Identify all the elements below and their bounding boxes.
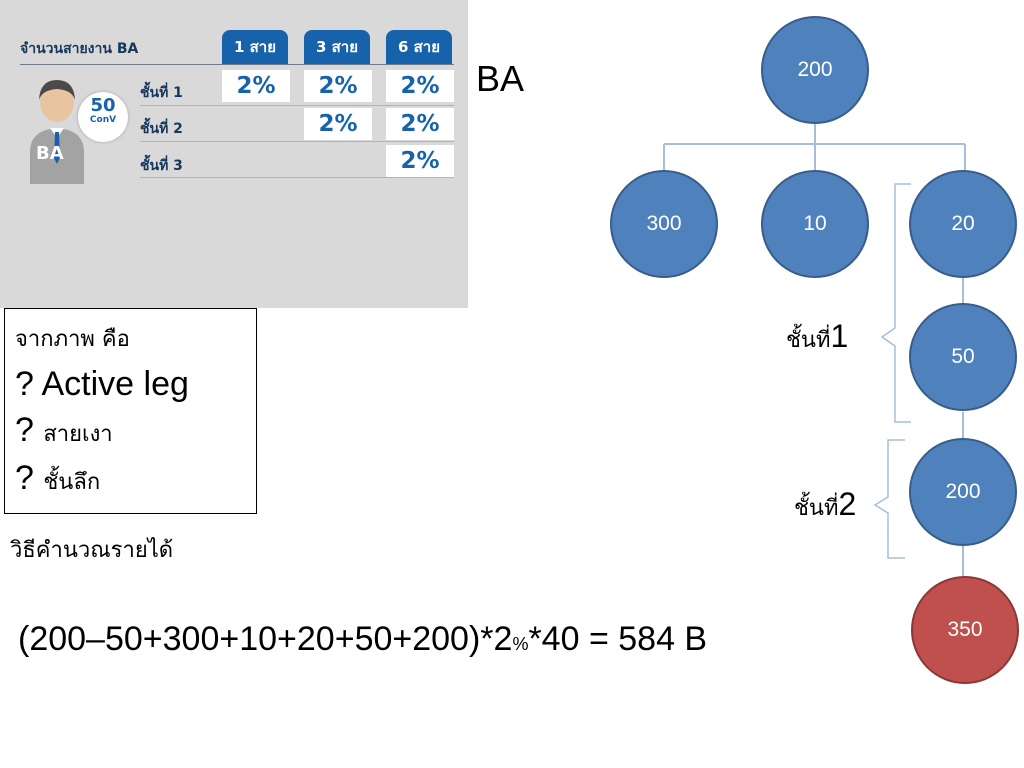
question-text: Active leg bbox=[41, 365, 189, 403]
tree-node-root: 200 bbox=[761, 16, 869, 124]
question-mark: ? bbox=[15, 459, 34, 497]
formula-percent: % bbox=[512, 634, 529, 654]
column-header-1: 1 สาย bbox=[222, 30, 288, 64]
row-divider bbox=[140, 177, 454, 178]
tree-node-level-2: 200 bbox=[909, 438, 1017, 546]
tree-node-child: 10 bbox=[761, 170, 869, 278]
tree-node-highlighted: 350 bbox=[911, 576, 1019, 684]
table-cell: 2% bbox=[386, 108, 454, 140]
column-header-6: 6 สาย bbox=[386, 30, 452, 64]
row-label-level-2: ชั้นที่ 2 bbox=[140, 121, 183, 137]
level-1-text: ชั้นที่ bbox=[786, 328, 831, 353]
question-item: ? สายเงา bbox=[15, 411, 113, 451]
person-avatar-icon bbox=[30, 80, 84, 184]
calculation-label: วิธีคำนวณรายได้ bbox=[10, 538, 174, 563]
level-2-label: ชั้นที่2 bbox=[794, 486, 856, 525]
formula-part-1: (200–50+300+10+20+50+200)*2 bbox=[18, 620, 513, 658]
question-box: จากภาพ คือ ? Active leg ? สายเงา ? ชั้นล… bbox=[4, 308, 257, 514]
table-cell: 2% bbox=[222, 70, 290, 102]
level-2-number: 2 bbox=[838, 486, 857, 522]
question-text: สายเงา bbox=[43, 422, 113, 447]
tree-node-child: 20 bbox=[909, 170, 1017, 278]
income-formula: (200–50+300+10+20+50+200)*2%*40 = 584 B bbox=[18, 620, 707, 659]
table-cell: 2% bbox=[304, 70, 372, 102]
table-title: จำนวนสายงาน BA bbox=[20, 41, 139, 57]
level-1-label: ชั้นที่1 bbox=[786, 318, 848, 357]
table-cell: 2% bbox=[304, 108, 372, 140]
level-2-text: ชั้นที่ bbox=[794, 496, 839, 521]
badge-value: 50 bbox=[90, 95, 116, 116]
level-2-bracket bbox=[873, 439, 905, 559]
formula-part-2: *40 = 584 B bbox=[528, 620, 708, 658]
row-label-level-3: ชั้นที่ 3 bbox=[140, 158, 183, 174]
question-mark: ? bbox=[15, 365, 34, 403]
question-heading: จากภาพ คือ bbox=[15, 327, 130, 352]
badge-unit: ConV bbox=[89, 115, 117, 125]
table-title-rule bbox=[20, 64, 454, 65]
question-text: ชั้นลึก bbox=[43, 470, 101, 495]
row-divider bbox=[140, 141, 454, 142]
row-label-level-1: ชั้นที่ 1 bbox=[140, 85, 183, 101]
question-item: ? Active leg bbox=[15, 365, 189, 404]
table-cell: 2% bbox=[386, 145, 454, 177]
ba-title: BA bbox=[476, 58, 525, 99]
level-1-number: 1 bbox=[830, 318, 849, 354]
level-1-bracket bbox=[880, 183, 911, 423]
conv-badge: 50 ConV bbox=[78, 92, 128, 142]
row-divider bbox=[140, 105, 454, 106]
question-mark: ? bbox=[15, 411, 34, 449]
table-cell: 2% bbox=[386, 70, 454, 102]
avatar-label: BA bbox=[36, 143, 64, 164]
tree-node-level-1: 50 bbox=[909, 303, 1017, 411]
column-header-3: 3 สาย bbox=[304, 30, 370, 64]
tree-node-child: 300 bbox=[610, 170, 718, 278]
question-item: ? ชั้นลึก bbox=[15, 459, 100, 499]
commission-table-panel: จำนวนสายงาน BA 1 สาย 3 สาย 6 สาย ชั้นที่… bbox=[0, 0, 468, 308]
